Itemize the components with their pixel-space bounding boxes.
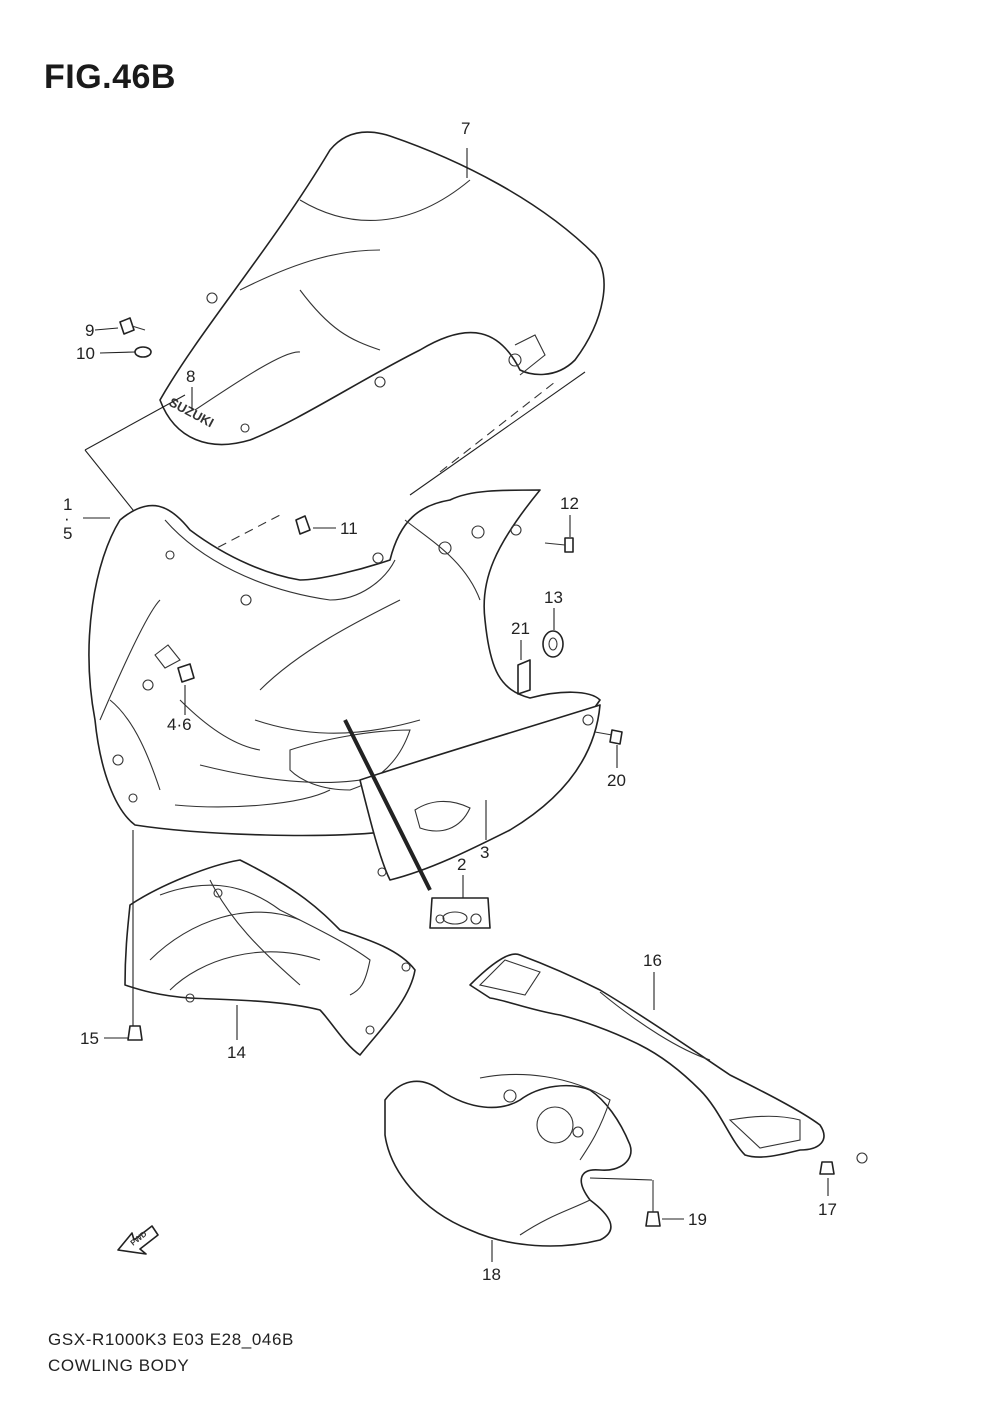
callout-15: 15	[80, 1029, 99, 1048]
air-duct-part-16	[469, 953, 868, 1164]
cushion-part-4-6	[177, 663, 195, 683]
callout-8: 8	[186, 367, 195, 386]
bolt-part-19	[645, 1180, 661, 1227]
callout-5: 5	[63, 524, 72, 543]
callout-4-6: 4·6	[167, 715, 192, 734]
forward-arrow-icon: FWD	[117, 1225, 159, 1255]
callout-1: 1	[63, 495, 72, 514]
grommet-part-13	[542, 630, 564, 658]
callout-11: 11	[340, 519, 358, 538]
screw-part-12	[544, 537, 574, 553]
inner-cover-part-14	[124, 859, 416, 1056]
callout-2: 2	[457, 855, 466, 874]
washer-part-10	[134, 346, 152, 358]
windscreen-part-7: SUZUKI	[159, 131, 605, 446]
callout-19: 19	[688, 1210, 707, 1229]
callout-3: 3	[480, 843, 489, 862]
callout-7: 7	[461, 119, 470, 138]
callout-14: 14	[227, 1043, 246, 1062]
rivet-part-15	[127, 1025, 143, 1041]
callout-16: 16	[643, 951, 662, 970]
callout-9: 9	[85, 321, 94, 340]
side-cowling-part-3	[359, 704, 601, 881]
heat-shield-part-18	[384, 1073, 632, 1247]
callout-13: 13	[544, 588, 563, 607]
clip-part-11	[295, 515, 311, 535]
screw-part-9	[119, 317, 146, 335]
figure-title: FIG.46B	[44, 58, 176, 96]
screw-part-20	[594, 729, 623, 745]
callout-20: 20	[607, 771, 626, 790]
callout-1-5-separator: ·	[64, 509, 70, 528]
callout-18: 18	[482, 1265, 501, 1284]
callout-17: 17	[818, 1200, 837, 1219]
nut-part-21	[517, 659, 531, 695]
emblem-part-2	[429, 897, 491, 929]
callout-21: 21	[511, 619, 530, 638]
model-code: GSX-R1000K3 E03 E28_046B	[48, 1330, 294, 1349]
figure-name: COWLING BODY	[48, 1356, 190, 1375]
callout-10: 10	[76, 344, 95, 363]
callout-12: 12	[560, 494, 579, 513]
screw-part-17	[819, 1161, 835, 1175]
